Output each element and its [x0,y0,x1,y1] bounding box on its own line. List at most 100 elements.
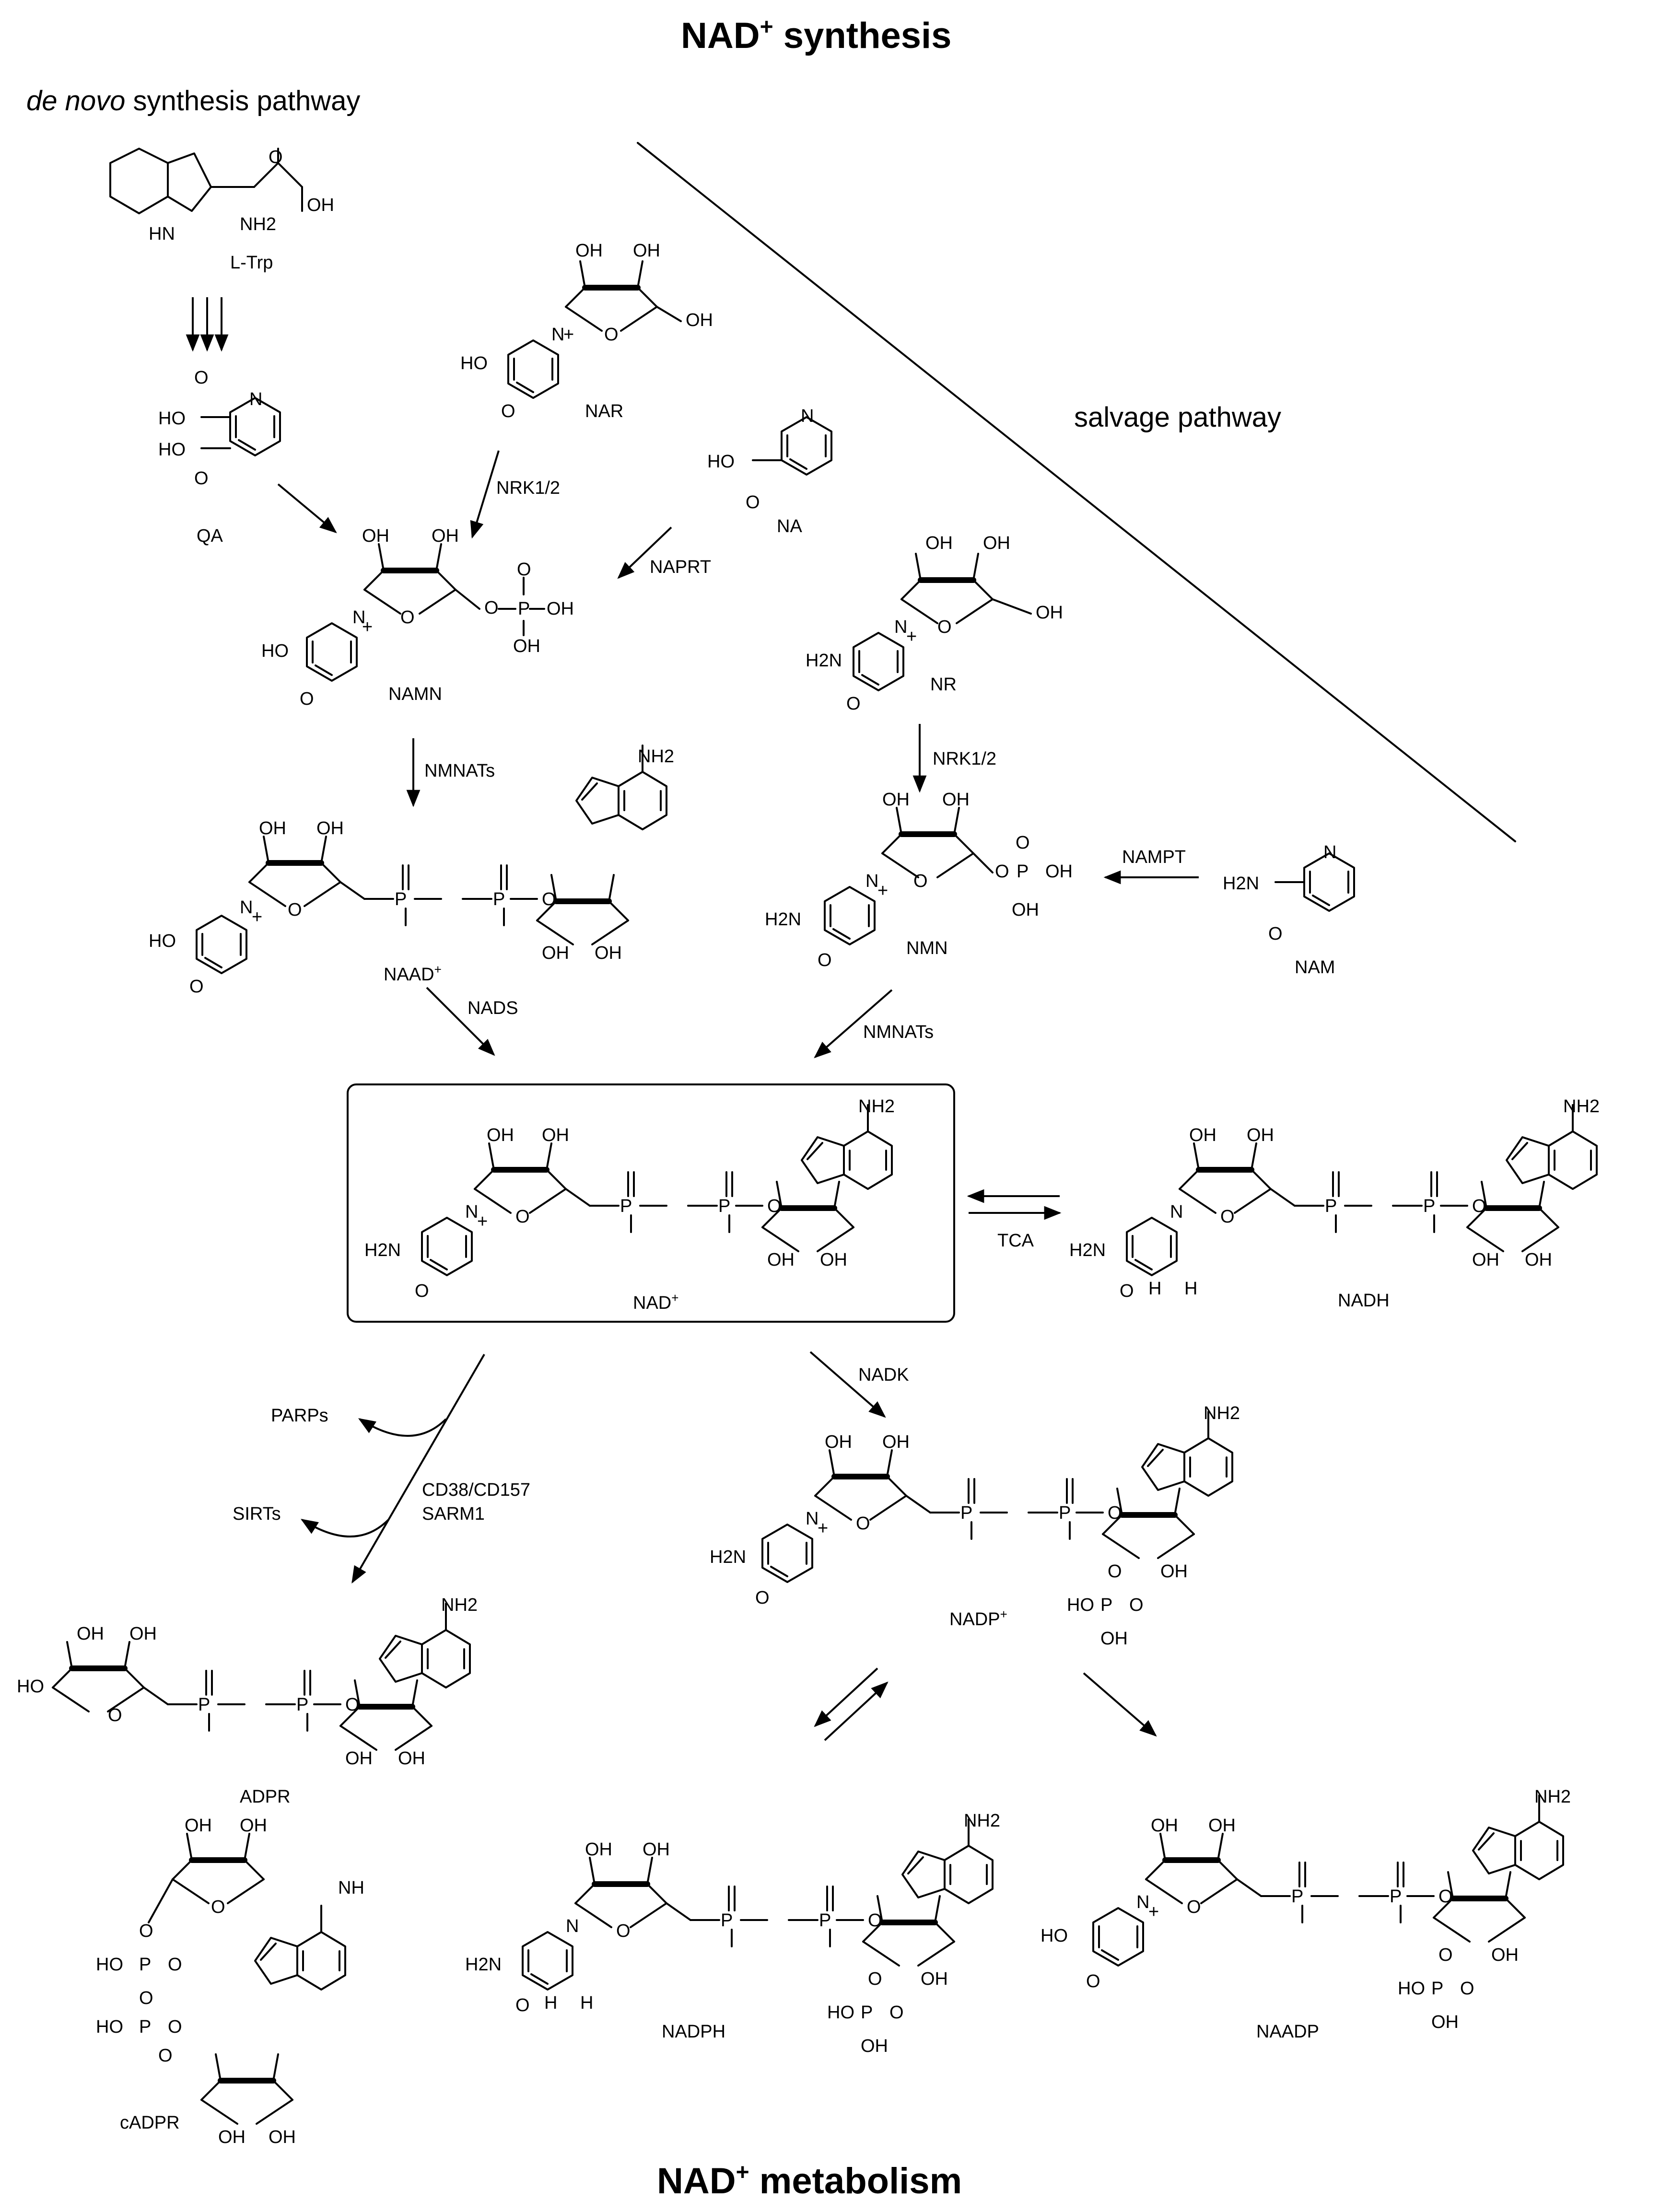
svg-text:OH: OH [825,1432,852,1452]
arrow-nmn-to-nad [814,989,893,1059]
svg-text:+: + [877,881,888,901]
svg-text:OH: OH [585,1839,612,1860]
svg-text:NH: NH [338,1878,364,1898]
svg-text:O: O [767,1196,782,1216]
compound-cadpr: OH OH O O HO P O O HO P O O OH OH NH cAD… [96,1816,364,2147]
enzyme-nadk: NADK [858,1365,909,1385]
svg-text:O: O [189,977,204,997]
compound-nar: OH OH O OH N + HO O NAR [460,241,713,421]
arrow-nar-to-namn [470,450,500,539]
svg-text:N: N [865,871,878,891]
enzyme-tca: TCA [997,1231,1034,1251]
svg-text:O: O [400,607,415,628]
svg-text:O: O [868,1910,882,1931]
svg-text:OH: OH [1472,1250,1499,1270]
arrows-nad-nadh-equilibrium [967,1189,1062,1220]
svg-text:O: O [604,325,619,345]
svg-text:H2N: H2N [710,1547,746,1567]
svg-text:H2N: H2N [806,651,842,671]
svg-text:H: H [1148,1279,1161,1299]
svg-text:OH: OH [1151,1816,1178,1836]
label-nr: NR [930,675,957,695]
svg-text:O: O [937,617,952,637]
label-nad: NAD+ [633,1291,678,1313]
label-na: NA [777,516,802,536]
arrows-nad-consumption [300,1353,485,1584]
svg-text:OH: OH [1036,603,1063,623]
label-nadp: NADP+ [949,1607,1007,1630]
label-naad: NAAD+ [384,962,442,985]
svg-text:O: O [517,559,531,580]
svg-text:N: N [801,406,814,426]
svg-text:OH: OH [1160,1561,1188,1582]
svg-text:P: P [960,1503,972,1523]
arrow-nadp-to-naadp [1083,1672,1157,1737]
svg-text:O: O [1086,1971,1100,1991]
label-nadph: NADPH [662,2022,725,2042]
label-adpr: ADPR [240,1787,291,1807]
svg-text:HO: HO [158,440,186,460]
diagram-title: NAD+ synthesis [681,14,951,56]
svg-text:HO: HO [1041,1926,1068,1946]
svg-text:NH2: NH2 [858,1096,895,1117]
svg-text:N: N [352,607,365,628]
svg-text:H2N: H2N [1223,873,1259,894]
svg-text:OH: OH [185,1816,212,1836]
svg-text:HO: HO [1398,1979,1425,1999]
svg-text:O: O [856,1513,870,1534]
svg-text:+: + [477,1211,488,1232]
svg-text:H2N: H2N [465,1955,502,1975]
svg-text:OH: OH [269,2127,296,2147]
svg-text:OH: OH [1247,1125,1274,1145]
compound-namn: OH OH O O P OH O OH N + HO O NAMN [261,526,574,709]
label-nam: NAM [1295,957,1335,978]
enzyme-nampt: NAMPT [1122,847,1186,867]
svg-text:OH: OH [513,636,540,656]
bottom-title: NAD+ metabolism [657,2160,962,2201]
svg-text:P: P [139,1955,151,1975]
svg-text:HO: HO [149,931,176,951]
label-qa: QA [197,526,223,546]
svg-text:HO: HO [17,1676,44,1697]
svg-text:O: O [501,401,515,421]
denovo-pathway-label: de novo synthesis pathway [26,85,360,116]
enzyme-cd38: CD38/CD157 [422,1480,530,1500]
svg-text:O: O [1472,1196,1486,1216]
svg-text:O: O [1460,1979,1474,1999]
svg-text:O: O [1438,1886,1453,1907]
label-namn: NAMN [388,684,442,704]
svg-text:OH: OH [942,790,970,810]
svg-text:OH: OH [1208,1816,1236,1836]
svg-text:O: O [211,1897,225,1917]
svg-text:NH2: NH2 [638,746,674,767]
svg-text:OH: OH [77,1624,104,1644]
svg-text:N: N [249,389,262,409]
svg-text:OH: OH [861,2036,888,2056]
pathway-divider-line [637,142,1516,842]
svg-text:HO: HO [261,641,289,661]
svg-text:OH: OH [316,818,344,838]
svg-text:OH: OH [983,533,1010,553]
arrow-qa-to-namn [277,483,337,534]
svg-text:N: N [1170,1202,1183,1222]
svg-text:NH2: NH2 [964,1811,1000,1831]
svg-text:O: O [269,147,283,167]
svg-text:O: O [1220,1207,1235,1227]
label-ltrp: L-Trp [230,253,273,273]
arrows-ltrp-to-qa [186,297,229,352]
svg-text:N: N [240,897,253,918]
svg-text:OH: OH [432,526,459,546]
compound-nadph: OH OH O P P O N H2N O H H O OH HO P O OH… [465,1811,1000,2056]
svg-text:O: O [1108,1561,1122,1582]
svg-text:N: N [566,1916,579,1936]
svg-text:P: P [518,599,530,619]
enzyme-nrk-top: NRK1/2 [496,478,560,498]
svg-text:O: O [168,1955,182,1975]
svg-text:NH2: NH2 [1563,1096,1600,1117]
compound-nr: OH OH O OH N + H2N O NR [806,533,1063,714]
compound-nam: N H2N O NAM [1223,842,1355,978]
svg-text:P: P [198,1695,210,1715]
arrow-nad-to-nadp [809,1351,886,1418]
svg-text:O: O [889,2002,904,2023]
